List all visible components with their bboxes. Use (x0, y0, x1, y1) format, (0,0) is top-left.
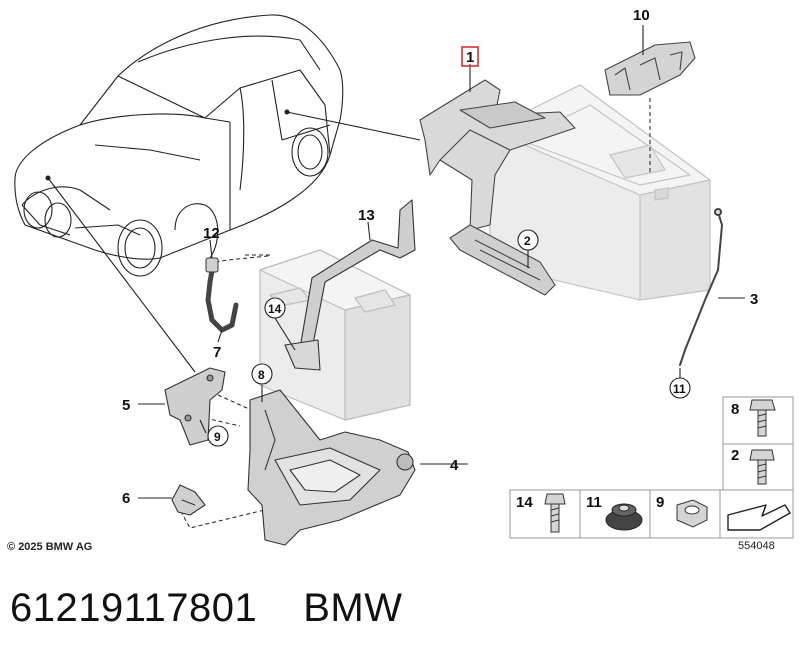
battery-holder-bracket (419, 79, 576, 296)
callout-8: 8 (258, 368, 265, 382)
callout-13: 13 (358, 207, 375, 224)
nut-icon-9 (676, 499, 708, 528)
callout-7: 7 (213, 344, 221, 361)
mounting-bracket (164, 367, 226, 446)
copyright-notice: © 2025 BMW AG (7, 541, 93, 553)
battery-cable (679, 208, 724, 366)
legend-label-11: 11 (586, 494, 602, 511)
legend-label-2: 2 (731, 447, 739, 464)
callout-leader-lines (138, 25, 745, 499)
bolt-icon-2 (749, 449, 775, 485)
callout-9: 9 (214, 430, 221, 444)
callout-1-highlight (461, 46, 479, 67)
ground-lead (205, 262, 239, 334)
legend-label-14: 14 (516, 494, 533, 511)
callout-14: 14 (268, 302, 282, 316)
vehicle-outline (14, 14, 344, 277)
callout-12: 12 (203, 225, 220, 242)
callout-3: 3 (750, 291, 758, 308)
vehicle-pointer-lines (47, 111, 421, 373)
grommet-icon-11 (605, 503, 643, 531)
diagram-number: 554048 (738, 540, 775, 552)
battery-tray (247, 389, 416, 546)
bolt-icon-8 (749, 399, 776, 437)
legend-label-8: 8 (731, 401, 739, 418)
small-battery (259, 249, 411, 421)
fastener-legend (509, 396, 794, 539)
callout-5: 5 (122, 397, 130, 414)
callout-1: 1 (466, 49, 474, 66)
callout-2: 2 (524, 234, 531, 248)
ground-lead-terminal (205, 257, 219, 273)
retaining-clip (171, 484, 206, 516)
parts-diagram: 1 10 3 4 5 6 7 12 13 2 14 8 9 11 8 2 14 … (14, 7, 794, 546)
tightening-arrow-icon (727, 504, 791, 531)
part-number: 61219117801 (10, 586, 258, 630)
callout-10: 10 (633, 7, 650, 24)
terminal-cover (604, 41, 696, 96)
callout-6: 6 (122, 490, 130, 507)
callout-11: 11 (673, 382, 686, 396)
callout-4: 4 (450, 457, 459, 474)
part-caption: 61219117801 BMW (10, 586, 403, 631)
circled-callouts (207, 229, 691, 447)
bolt-icon-14 (544, 493, 566, 533)
legend-label-9: 9 (656, 494, 664, 511)
brand-name: BMW (303, 586, 403, 630)
